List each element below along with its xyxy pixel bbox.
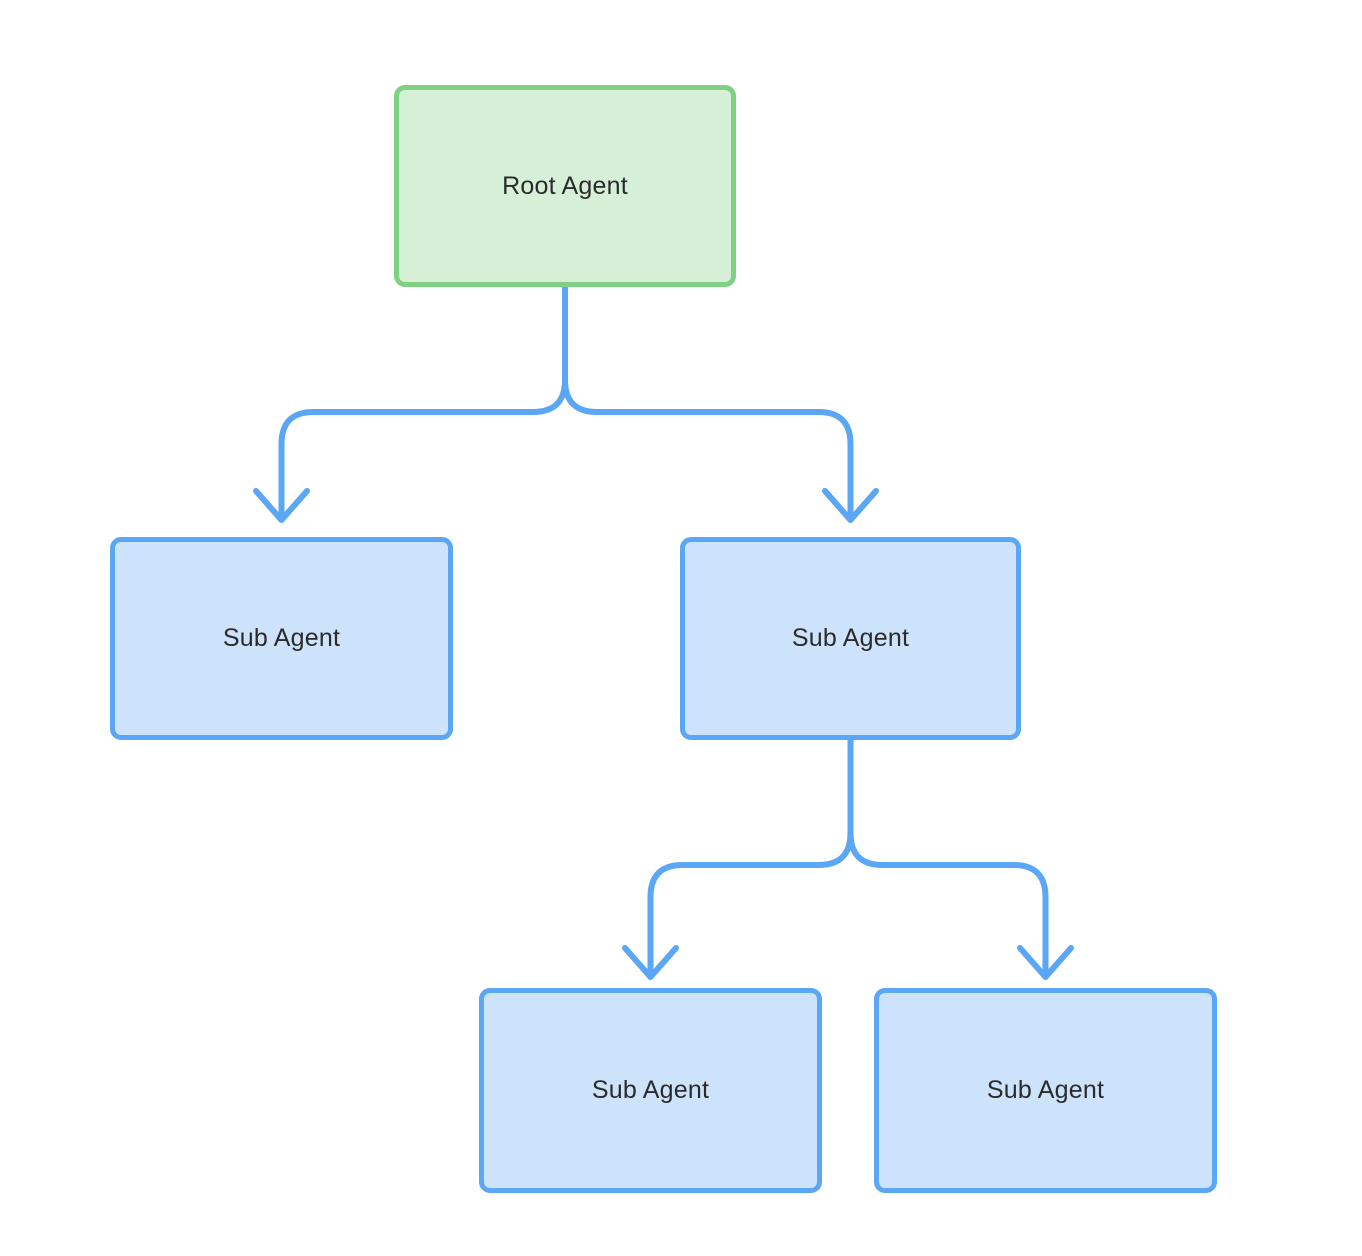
node-sub-agent-left: Sub Agent [110, 537, 453, 740]
edge-line [278, 284, 568, 517]
edge-line [647, 737, 854, 973]
node-sub-agent-child-left: Sub Agent [479, 988, 822, 1193]
node-root-agent: Root Agent [394, 85, 736, 287]
edge-sub-right-to-child-left [622, 737, 854, 980]
edge-line [562, 284, 854, 517]
node-sub-agent-right: Sub Agent [680, 537, 1021, 740]
arrowhead-down-icon [253, 488, 310, 523]
arrowhead-down-icon [622, 945, 679, 980]
arrowhead-down-icon [1017, 945, 1074, 980]
edge-root-to-sub-left [253, 284, 568, 523]
node-label: Sub Agent [222, 624, 341, 652]
node-label: Root Agent [502, 171, 628, 200]
edge-line [847, 737, 1049, 973]
edge-root-to-sub-right [562, 284, 879, 523]
edge-sub-right-to-child-right [847, 737, 1074, 980]
node-sub-agent-child-right: Sub Agent [874, 988, 1217, 1193]
arrowhead-down-icon [822, 488, 879, 523]
node-label: Sub Agent [591, 1076, 710, 1104]
node-label: Sub Agent [986, 1076, 1105, 1104]
node-label: Sub Agent [791, 624, 910, 652]
